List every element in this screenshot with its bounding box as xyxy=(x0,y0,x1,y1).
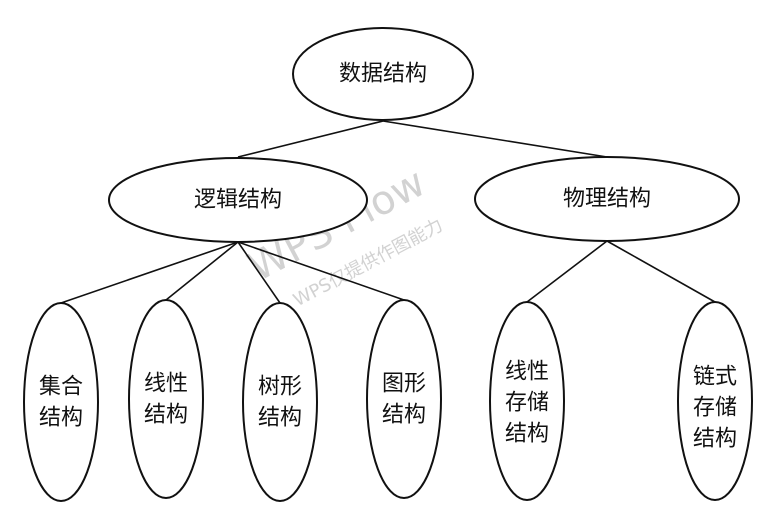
node-physical-label: 物理结构 xyxy=(563,187,651,212)
node-linear-structure: 线性 结构 xyxy=(128,299,204,499)
node-linear-storage: 线性 存储 结构 xyxy=(489,301,565,501)
edge-logical-linear xyxy=(165,241,239,301)
edge-physical-linked-storage xyxy=(606,240,716,303)
node-graph-structure-ellipse xyxy=(366,299,442,499)
edge-root-logical xyxy=(237,120,384,158)
node-set-structure: 集合 结构 xyxy=(23,302,99,502)
node-linear-storage-line3: 结构 xyxy=(505,422,549,447)
node-set-structure-ellipse xyxy=(23,302,99,502)
edges xyxy=(60,120,716,304)
node-set-structure-line1: 集合 xyxy=(39,375,83,400)
node-linear-structure-line1: 线性 xyxy=(144,372,188,397)
node-physical-ellipse xyxy=(474,156,740,242)
edge-logical-set xyxy=(60,241,239,304)
node-set-structure-line2: 结构 xyxy=(39,406,83,431)
node-linear-structure-line2: 结构 xyxy=(144,403,188,428)
node-logical-ellipse xyxy=(108,157,368,243)
node-tree-structure-line2: 结构 xyxy=(258,406,302,431)
edge-root-physical xyxy=(382,120,608,158)
node-linear-storage-ellipse xyxy=(489,301,565,501)
node-linear-structure-ellipse xyxy=(128,299,204,499)
node-root-label: 数据结构 xyxy=(339,62,427,87)
edge-physical-linear-storage xyxy=(526,240,608,303)
node-linear-storage-line2: 存储 xyxy=(505,391,549,416)
node-linked-storage-ellipse xyxy=(677,301,753,501)
node-linked-storage-line3: 结构 xyxy=(693,427,737,452)
node-root-ellipse xyxy=(292,27,474,121)
node-tree-structure-line1: 树形 xyxy=(258,375,302,400)
node-graph-structure: 图形 结构 xyxy=(366,299,442,499)
node-tree-structure: 树形 结构 xyxy=(242,302,318,502)
node-linked-storage-line1: 链式 xyxy=(693,365,737,390)
node-linked-storage-line2: 存储 xyxy=(693,396,737,421)
node-root: 数据结构 xyxy=(292,27,474,121)
node-graph-structure-line1: 图形 xyxy=(382,372,426,397)
edge-logical-graph xyxy=(237,241,405,301)
node-graph-structure-line2: 结构 xyxy=(382,403,426,428)
node-logical: 逻辑结构 xyxy=(108,157,368,243)
node-physical: 物理结构 xyxy=(474,156,740,242)
edge-logical-tree xyxy=(237,241,281,304)
node-linked-storage: 链式 存储 结构 xyxy=(677,301,753,501)
node-tree-structure-ellipse xyxy=(242,302,318,502)
node-logical-label: 逻辑结构 xyxy=(194,188,282,213)
node-linear-storage-line1: 线性 xyxy=(505,360,549,385)
